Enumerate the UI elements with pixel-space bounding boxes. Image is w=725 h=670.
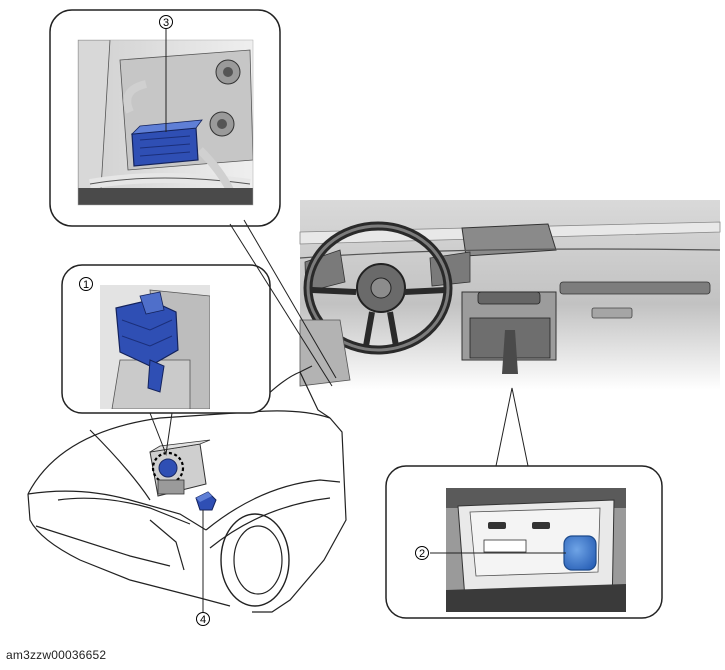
callout-2: 2	[415, 546, 429, 560]
callout-3-label: 3	[163, 17, 169, 29]
usb-module-part-2	[563, 535, 597, 571]
callout-1-label: 1	[83, 279, 89, 291]
steering-wheel	[303, 221, 453, 355]
callout-4: 4	[196, 612, 210, 626]
engine-bay-component	[149, 439, 211, 497]
dashboard-view	[299, 200, 721, 390]
callout-4-label: 4	[200, 614, 206, 626]
callout-3: 3	[159, 15, 173, 29]
callout-2-label: 2	[419, 548, 425, 560]
detail-balloon-2	[385, 465, 663, 619]
leader-lines	[149, 28, 566, 612]
block-part-1	[115, 291, 179, 393]
figure-caption: am3zzw00036652	[6, 648, 107, 662]
callout-1: 1	[79, 277, 93, 291]
detail-balloon-3	[49, 9, 281, 227]
detail-balloon-1	[61, 264, 271, 414]
sensor-part-4	[195, 491, 217, 511]
connector-part-3	[130, 119, 203, 167]
